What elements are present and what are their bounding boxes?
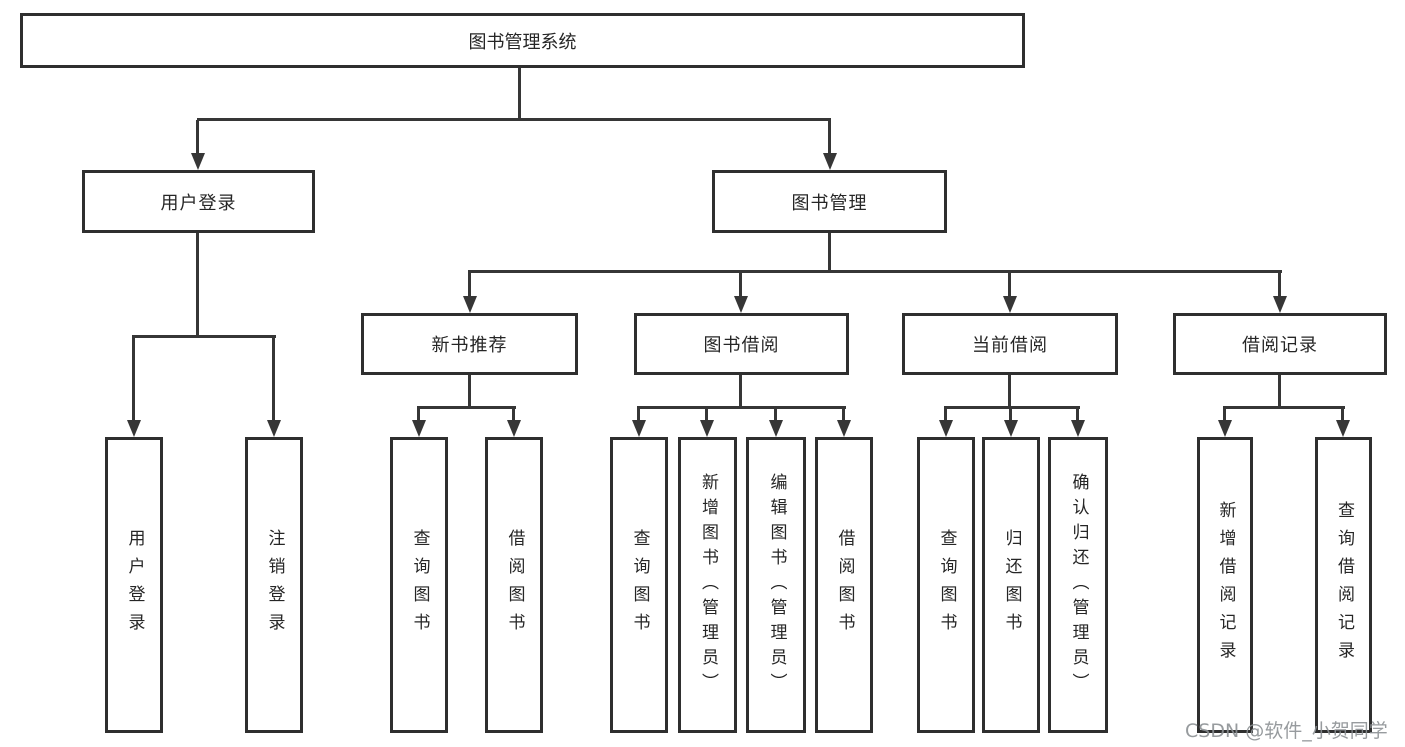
leaf-add-borrow-record-label: 新增借阅记录 [1215, 501, 1236, 669]
leaf-query-books-1-label: 查询图书 [409, 529, 430, 641]
arrow-down-icon [939, 420, 953, 437]
connector-line [1076, 408, 1079, 422]
leaf-add-books-admin: 新增图书（管理员） [678, 437, 737, 733]
watermark: CSDN @软件_小贺同学 [1185, 720, 1388, 742]
node-new-book-recommend-label: 新书推荐 [431, 335, 508, 356]
leaf-query-books-3: 查询图书 [917, 437, 975, 733]
leaf-borrow-books-2: 借阅图书 [815, 437, 873, 733]
connector-line [417, 406, 516, 409]
node-current-borrowing-label: 当前借阅 [972, 335, 1048, 356]
node-user-login: 用户登录 [82, 170, 315, 233]
node-new-book-recommend: 新书推荐 [361, 313, 578, 375]
arrow-down-icon [1071, 420, 1085, 437]
leaf-borrow-books-1-label: 借阅图书 [504, 529, 525, 641]
node-book-borrowing: 图书借阅 [634, 313, 849, 375]
leaf-logout: 注销登录 [245, 437, 303, 733]
leaf-borrow-books-2-label: 借阅图书 [834, 529, 855, 641]
arrow-down-icon [463, 296, 477, 313]
connector-line [637, 408, 640, 422]
node-book-management-label: 图书管理 [791, 192, 868, 214]
arrow-down-icon [1004, 420, 1018, 437]
leaf-query-books-1: 查询图书 [390, 437, 448, 733]
arrow-down-icon [769, 420, 783, 437]
connector-line [705, 408, 708, 422]
arrow-down-icon [1336, 420, 1350, 437]
connector-line [512, 408, 515, 422]
connector-line [272, 337, 275, 421]
node-book-management: 图书管理 [712, 170, 947, 233]
connector-line [1341, 408, 1344, 422]
arrow-down-icon [700, 420, 714, 437]
arrow-down-icon [412, 420, 426, 437]
arrow-down-icon [191, 153, 205, 170]
leaf-query-borrow-record: 查询借阅记录 [1315, 437, 1372, 733]
leaf-logout-label: 注销登录 [264, 529, 285, 641]
connector-line [637, 406, 846, 409]
leaf-query-books-2: 查询图书 [610, 437, 668, 733]
arrow-down-icon [837, 420, 851, 437]
arrow-down-icon [823, 153, 837, 170]
arrow-down-icon [632, 420, 646, 437]
connector-line [739, 272, 742, 298]
arrow-down-icon [1003, 296, 1017, 313]
leaf-return-books-label: 归还图书 [1001, 529, 1022, 641]
arrow-down-icon [507, 420, 521, 437]
connector-line [417, 408, 420, 422]
leaf-add-borrow-record: 新增借阅记录 [1197, 437, 1253, 733]
connector-line [468, 272, 471, 298]
connector-line [1009, 408, 1012, 422]
connector-line [196, 233, 199, 335]
connector-line [1008, 272, 1011, 298]
leaf-query-borrow-record-label: 查询借阅记录 [1334, 501, 1354, 669]
connector-line [739, 375, 742, 408]
connector-line [828, 233, 831, 272]
leaf-query-books-3-label: 查询图书 [936, 529, 957, 641]
connector-line [828, 120, 831, 155]
connector-line [197, 118, 831, 121]
node-book-borrowing-label: 图书借阅 [703, 335, 780, 356]
node-borrowing-records: 借阅记录 [1173, 313, 1387, 375]
connector-line [944, 408, 947, 422]
arrow-down-icon [734, 296, 748, 313]
leaf-query-books-2-label: 查询图书 [629, 529, 650, 641]
node-borrowing-records-label: 借阅记录 [1242, 335, 1318, 356]
node-user-login-label: 用户登录 [160, 192, 237, 214]
connector-line [196, 120, 199, 155]
node-current-borrowing: 当前借阅 [902, 313, 1118, 375]
leaf-user-login: 用户登录 [105, 437, 163, 733]
connector-line [132, 335, 276, 338]
connector-line [1278, 375, 1281, 408]
connector-line [1008, 375, 1011, 408]
connector-line [132, 337, 135, 421]
connector-line [1223, 406, 1345, 409]
connector-line [842, 408, 845, 422]
leaf-borrow-books-1: 借阅图书 [485, 437, 543, 733]
leaf-confirm-return-admin: 确认归还（管理员） [1048, 437, 1108, 733]
arrow-down-icon [1273, 296, 1287, 313]
node-library-system-label: 图书管理系统 [468, 31, 577, 53]
connector-line [468, 375, 471, 408]
connector-line [1223, 408, 1226, 422]
arrow-down-icon [267, 420, 281, 437]
connector-line [468, 270, 1282, 273]
leaf-edit-books-admin: 编辑图书（管理员） [746, 437, 806, 733]
connector-line [1278, 272, 1281, 298]
leaf-user-login-label: 用户登录 [124, 529, 145, 641]
connector-line [774, 408, 777, 422]
node-library-system: 图书管理系统 [20, 13, 1025, 68]
leaf-return-books: 归还图书 [982, 437, 1040, 733]
connector-line [944, 406, 1080, 409]
leaf-edit-books-admin-label: 编辑图书（管理员） [766, 472, 787, 698]
connector-line [518, 68, 521, 120]
arrow-down-icon [1218, 420, 1232, 437]
leaf-add-books-admin-label: 新增图书（管理员） [698, 472, 718, 698]
leaf-confirm-return-admin-label: 确认归还（管理员） [1068, 472, 1089, 698]
arrow-down-icon [127, 420, 141, 437]
